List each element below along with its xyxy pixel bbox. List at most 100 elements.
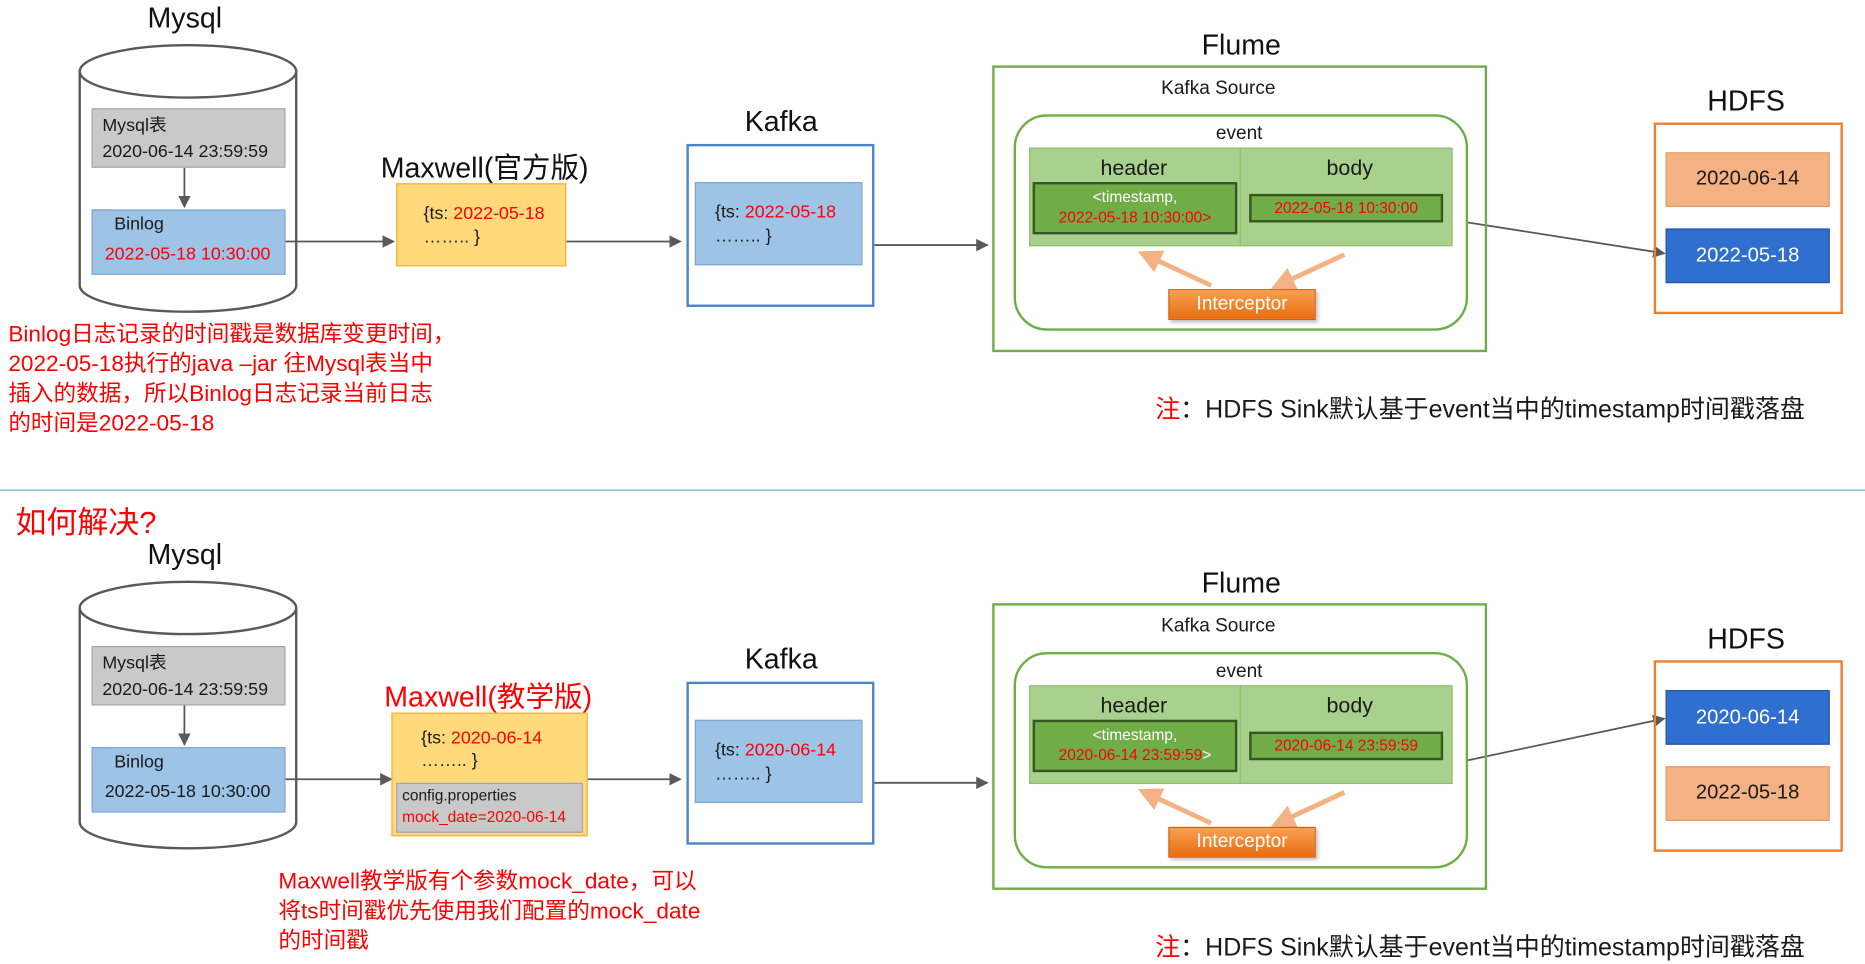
hdfs-folder-2: 2022-05-18 [1665,228,1830,284]
hdfs-frame [1653,122,1843,315]
timestamp-header-box-2: <timestamp, 2020-06-14 23:59:59> [1032,719,1238,773]
arrow-flume-to-hdfs [1467,221,1666,258]
binlog-label: Binlog [114,214,164,235]
bottom-hdfs-note: 注：HDFS Sink默认基于event当中的timestamp时间戳落盘 [1155,928,1805,964]
mysql-cylinder-2 [78,580,298,850]
header-label: header [1100,155,1168,180]
mysql-table-time: 2020-06-14 23:59:59 [102,141,269,162]
body-label: body [1326,155,1373,180]
body-label-2: body [1326,693,1373,718]
bottom-explanation-line-2: 将ts时间戳优先使用我们配置的mock_date [278,899,701,925]
config-file-label: config.properties [402,786,517,805]
mysql-table-box: Mysql表 2020-06-14 23:59:59 [91,108,286,168]
interceptor-box: Interceptor [1168,289,1316,321]
maxwell-ts-prefix-2: {ts: [421,728,451,749]
kafka-source-label-2: Kafka Source [1161,616,1276,637]
hdfs-folder-1: 2020-06-14 [1665,152,1830,208]
body-value-box-2: 2020-06-14 23:59:59 [1249,731,1444,761]
mysql-title-2: Mysql [147,538,223,572]
maxwell-title: Maxwell(官方版) [380,152,589,185]
maxwell-ellipsis-2: …….. } [421,750,478,771]
timestamp-label-2: <timestamp, [1092,725,1178,744]
event-label: event [1215,123,1263,144]
kafka-ts-prefix-2: {ts: [715,739,745,761]
body-value: 2022-05-18 10:30:00 [1274,198,1418,217]
top-hdfs-note: 注：HDFS Sink默认基于event当中的timestamp时间戳落盘 [1155,390,1805,426]
hdfs-folder-1-2: 2020-06-14 [1665,690,1830,745]
bottom-note-prefix: 注 [1155,933,1181,962]
top-note-text: ：HDFS Sink默认基于event当中的timestamp时间戳落盘 [1180,396,1805,424]
config-properties-note: config.properties mock_date=2020-06-14 [396,782,583,833]
flume-title: Flume [1201,29,1281,62]
mysql-table-label: Mysql表 [102,115,167,136]
top-explanation-line-1: Binlog日志记录的时间戳是数据库变更时间， [8,322,456,348]
bottom-explanation-line-1: Maxwell教学版有个参数mock_date，可以 [278,869,697,895]
mysql-title: Mysql [147,2,223,35]
kafka-record-box: {ts: 2022-05-18 …….. } [694,182,863,266]
mysql-cylinder [78,44,298,313]
maxwell-record-box-2: {ts: 2020-06-14 …….. } [391,712,588,837]
maxwell-ts-value: 2022-05-18 [453,203,545,224]
event-frame [1013,114,1469,331]
mysql-table-label-2: Mysql表 [102,653,167,674]
top-explanation: Binlog日志记录的时间戳是数据库变更时间， 2022-05-18执行的jav… [8,320,455,439]
top-explanation-line-4: 的时间是2022-05-18 [8,411,215,437]
binlog-note-2: Binlog 2022-05-18 10:30:00 [91,747,286,813]
timestamp-value-2: 2020-06-14 23:59:59 [1058,745,1203,764]
kafka-ellipsis-2: …….. } [715,763,772,785]
kafka-title-2: Kafka [744,643,818,676]
kafka-source-label: Kafka Source [1161,78,1276,99]
kafka-ellipsis: …….. } [715,226,772,247]
kafka-frame-2 [686,681,875,845]
timestamp-close-2: > [1202,745,1212,764]
mysql-table-box-2: Mysql表 2020-06-14 23:59:59 [91,646,286,706]
bottom-explanation-line-3: 的时间戳 [278,929,369,955]
kafka-record-box-2: {ts: 2020-06-14 …….. } [694,719,863,804]
timestamp-header-box: <timestamp, 2022-05-18 10:30:00> [1032,182,1238,235]
interceptor-box-2: Interceptor [1168,826,1316,858]
timestamp-label: <timestamp, [1092,187,1178,206]
kafka-frame [686,143,875,307]
hdfs-frame-2 [1653,660,1843,852]
flume-title-2: Flume [1201,567,1281,600]
timestamp-value: 2022-05-18 10:30:00> [1058,208,1212,227]
arrow-flume-to-hdfs-2 [1467,714,1666,762]
body-value-box: 2022-05-18 10:30:00 [1249,193,1444,223]
top-note-prefix: 注 [1155,396,1181,424]
flume-frame-2 [992,603,1488,890]
event-frame-2 [1013,651,1469,869]
kafka-ts-line: {ts: 2022-05-18 [715,202,836,222]
interceptor-arrow-header-2 [1137,788,1213,826]
header-label-2: header [1100,693,1168,718]
binlog-note: Binlog 2022-05-18 10:30:00 [91,209,286,275]
maxwell-ellipsis: …….. } [423,227,481,248]
maxwell-record-box: {ts: 2022-05-18 …….. } [396,183,567,267]
kafka-title: Kafka [744,105,818,139]
body-value-2: 2020-06-14 23:59:59 [1274,736,1418,755]
interceptor-arrow-body-2 [1271,790,1346,828]
hdfs-folder-2-2: 2022-05-18 [1665,766,1830,821]
maxwell-ts-line-2: {ts: 2020-06-14 [421,728,542,748]
binlog-label-2: Binlog [114,751,164,773]
maxwell-ts-value-2: 2020-06-14 [450,728,543,749]
binlog-time-2: 2022-05-18 10:30:00 [104,781,271,802]
top-explanation-line-2: 2022-05-18执行的java –jar 往Mysql表当中 [8,352,433,378]
config-value: mock_date=2020-06-14 [402,807,566,826]
maxwell-ts-prefix: {ts: [423,203,454,224]
binlog-time: 2022-05-18 10:30:00 [104,243,271,265]
event-label-2: event [1215,661,1263,682]
flume-frame [992,65,1488,353]
maxwell-title-2: Maxwell(教学版) [384,681,593,714]
mysql-table-time-2: 2020-06-14 23:59:59 [102,679,269,700]
kafka-ts-value: 2022-05-18 [744,202,837,223]
bottom-explanation: Maxwell教学版有个参数mock_date，可以 将ts时间戳优先使用我们配… [278,867,700,956]
bottom-note-text: ：HDFS Sink默认基于event当中的timestamp时间戳落盘 [1180,933,1805,962]
hdfs-title-2: HDFS [1707,623,1785,656]
hdfs-title: HDFS [1707,85,1785,118]
maxwell-ts-line: {ts: 2022-05-18 [424,203,545,223]
question-heading: 如何解决? [15,504,157,541]
kafka-ts-value-2: 2020-06-14 [744,739,837,761]
kafka-ts-line-2: {ts: 2020-06-14 [715,740,836,760]
interceptor-arrow-header [1137,250,1213,288]
